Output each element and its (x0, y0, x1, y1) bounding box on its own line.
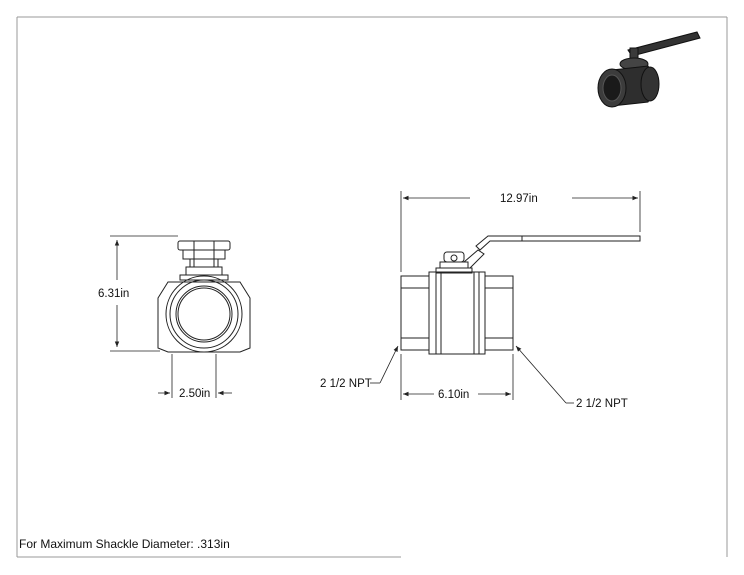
right-thread-label: 2 1/2 NPT (576, 398, 628, 410)
side-view-valve (400, 235, 641, 355)
body-length-dimension (400, 354, 514, 400)
width-dimension (158, 354, 232, 398)
height-dimension (110, 235, 178, 352)
body-length-label: 6.10in (438, 389, 469, 401)
shackle-note: For Maximum Shackle Diameter: .313in (19, 537, 230, 551)
right-thread-leader (515, 345, 574, 404)
sheet-border (16, 16, 728, 558)
valve-isometric-thumbnail (597, 31, 701, 108)
height-dimension-label: 6.31in (98, 288, 129, 300)
width-dimension-label: 2.50in (179, 388, 210, 400)
overall-length-label: 12.97in (500, 193, 538, 205)
left-thread-leader (370, 345, 399, 384)
overall-length-dimension (400, 191, 641, 272)
left-thread-label: 2 1/2 NPT (320, 378, 372, 390)
front-view-valve (157, 240, 251, 353)
